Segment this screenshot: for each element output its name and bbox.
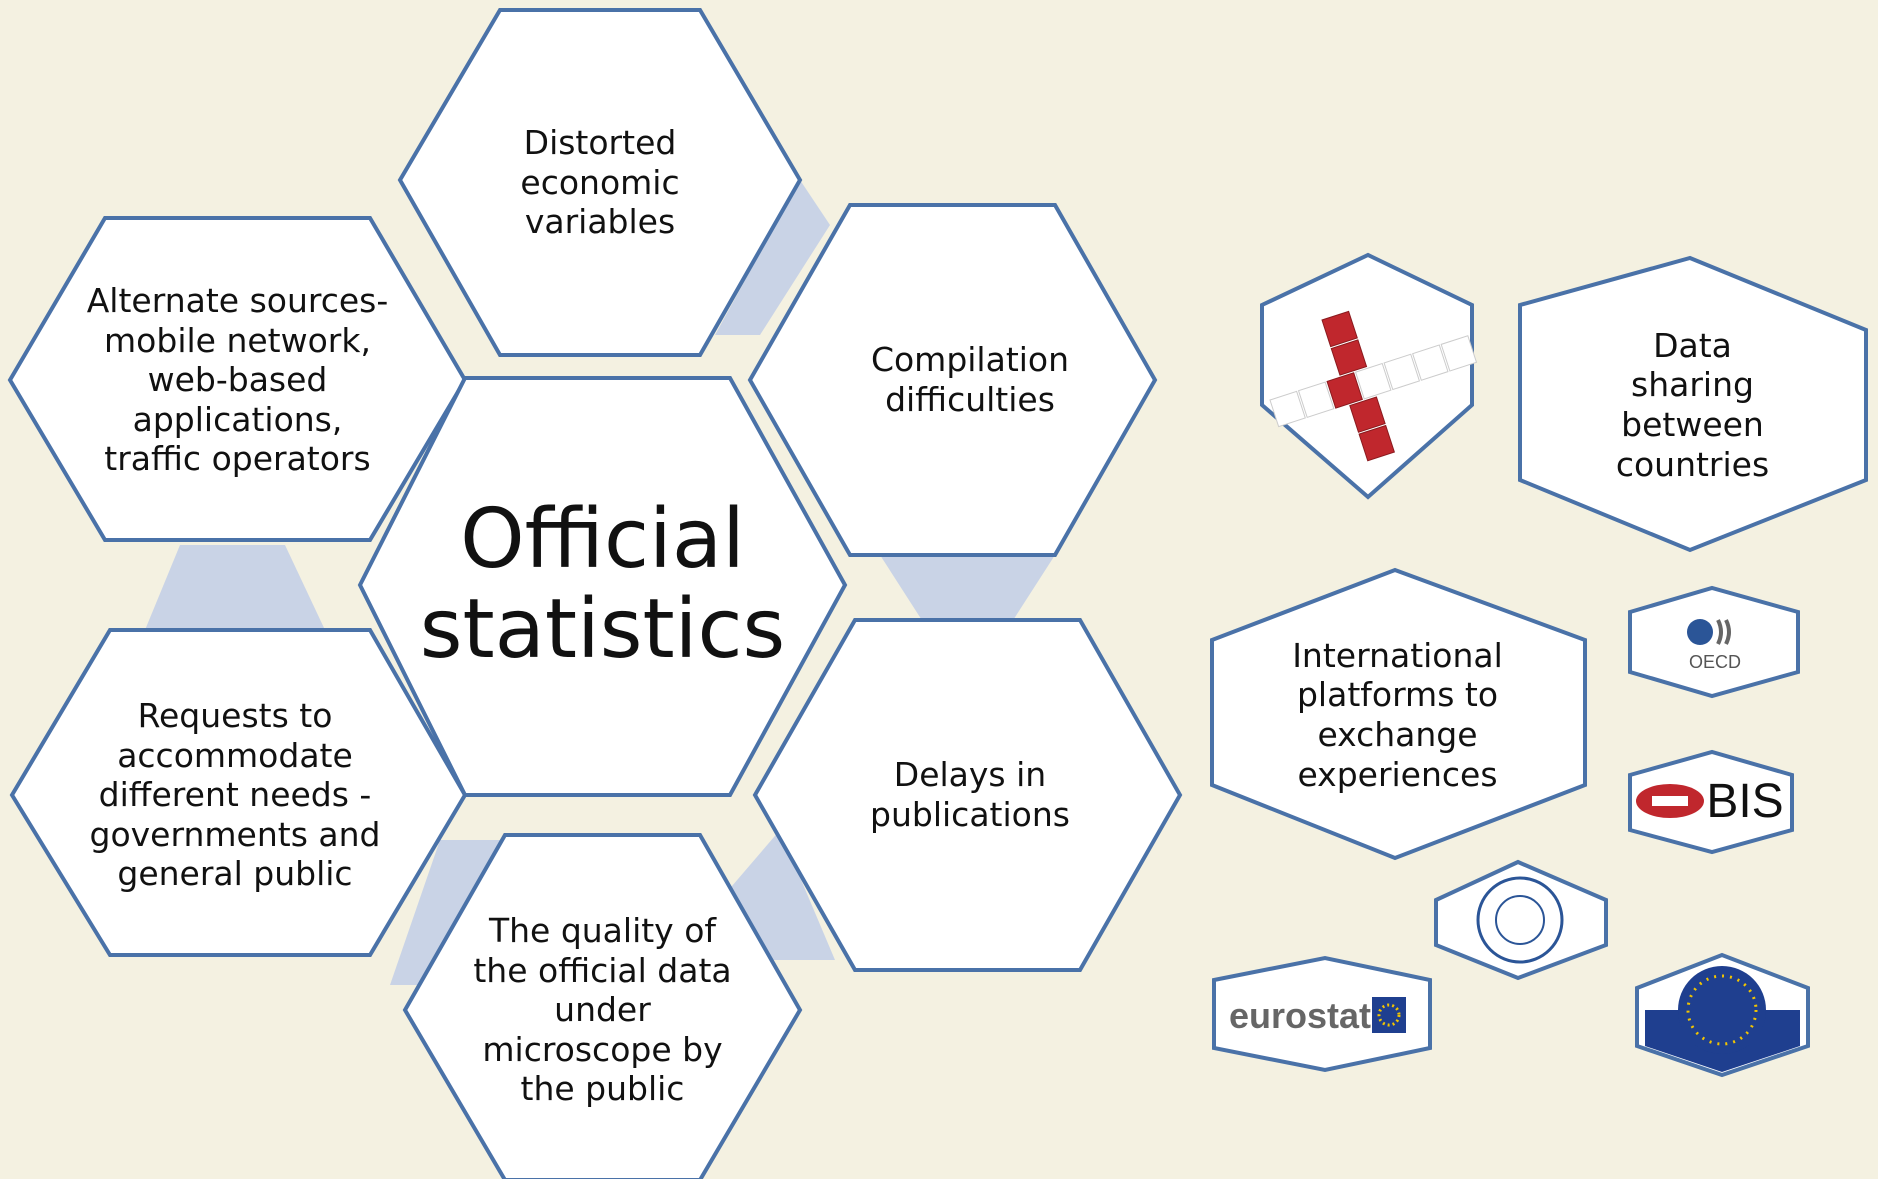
oecd-wordmark: OECD bbox=[1688, 651, 1741, 672]
hex-bis bbox=[1628, 749, 1794, 855]
connector-bottom-bottomleft bbox=[390, 840, 505, 985]
label-top: Distorted economic variables bbox=[520, 123, 680, 242]
label-bottom-right: Delays in publications bbox=[870, 755, 1070, 834]
label-data-sharing: Data sharing between countries bbox=[1615, 325, 1770, 484]
hex-bottom bbox=[402, 833, 803, 1179]
hex-bottom-right bbox=[752, 618, 1183, 972]
label-platforms: International platforms to exchange expe… bbox=[1292, 635, 1503, 794]
ecb-logo bbox=[1645, 966, 1800, 1072]
label-bottom-left: Requests to accommodate different needs … bbox=[89, 696, 381, 894]
label-top-left: Alternate sources- mobile network, web-b… bbox=[86, 281, 389, 479]
imf-seal bbox=[1476, 876, 1564, 964]
connector-bottomleft-topleft bbox=[145, 545, 325, 630]
hex-platforms bbox=[1210, 567, 1587, 861]
eu-flag-icon bbox=[1372, 997, 1406, 1033]
hex-top bbox=[397, 8, 803, 357]
center-title: Official statistics bbox=[419, 491, 786, 677]
label-top-right: Compilation difficulties bbox=[870, 340, 1070, 419]
hex-center bbox=[357, 376, 848, 797]
connector-topright-bottomright bbox=[880, 555, 1055, 625]
bis-logo bbox=[1636, 784, 1704, 818]
connector-top-topright bbox=[715, 180, 830, 335]
hex-oecd bbox=[1628, 585, 1800, 699]
bis-wordmark: BIS bbox=[1706, 774, 1784, 828]
data-sharing-tiles-icon bbox=[1269, 310, 1478, 462]
hex-eurostat bbox=[1212, 955, 1432, 1073]
oecd-logo bbox=[1687, 619, 1731, 645]
label-bottom: The quality of the official data under m… bbox=[473, 911, 732, 1109]
hex-top-right bbox=[747, 203, 1158, 557]
eurostat-wordmark: eurostat bbox=[1228, 995, 1372, 1036]
hex-data-sharing bbox=[1518, 255, 1868, 553]
